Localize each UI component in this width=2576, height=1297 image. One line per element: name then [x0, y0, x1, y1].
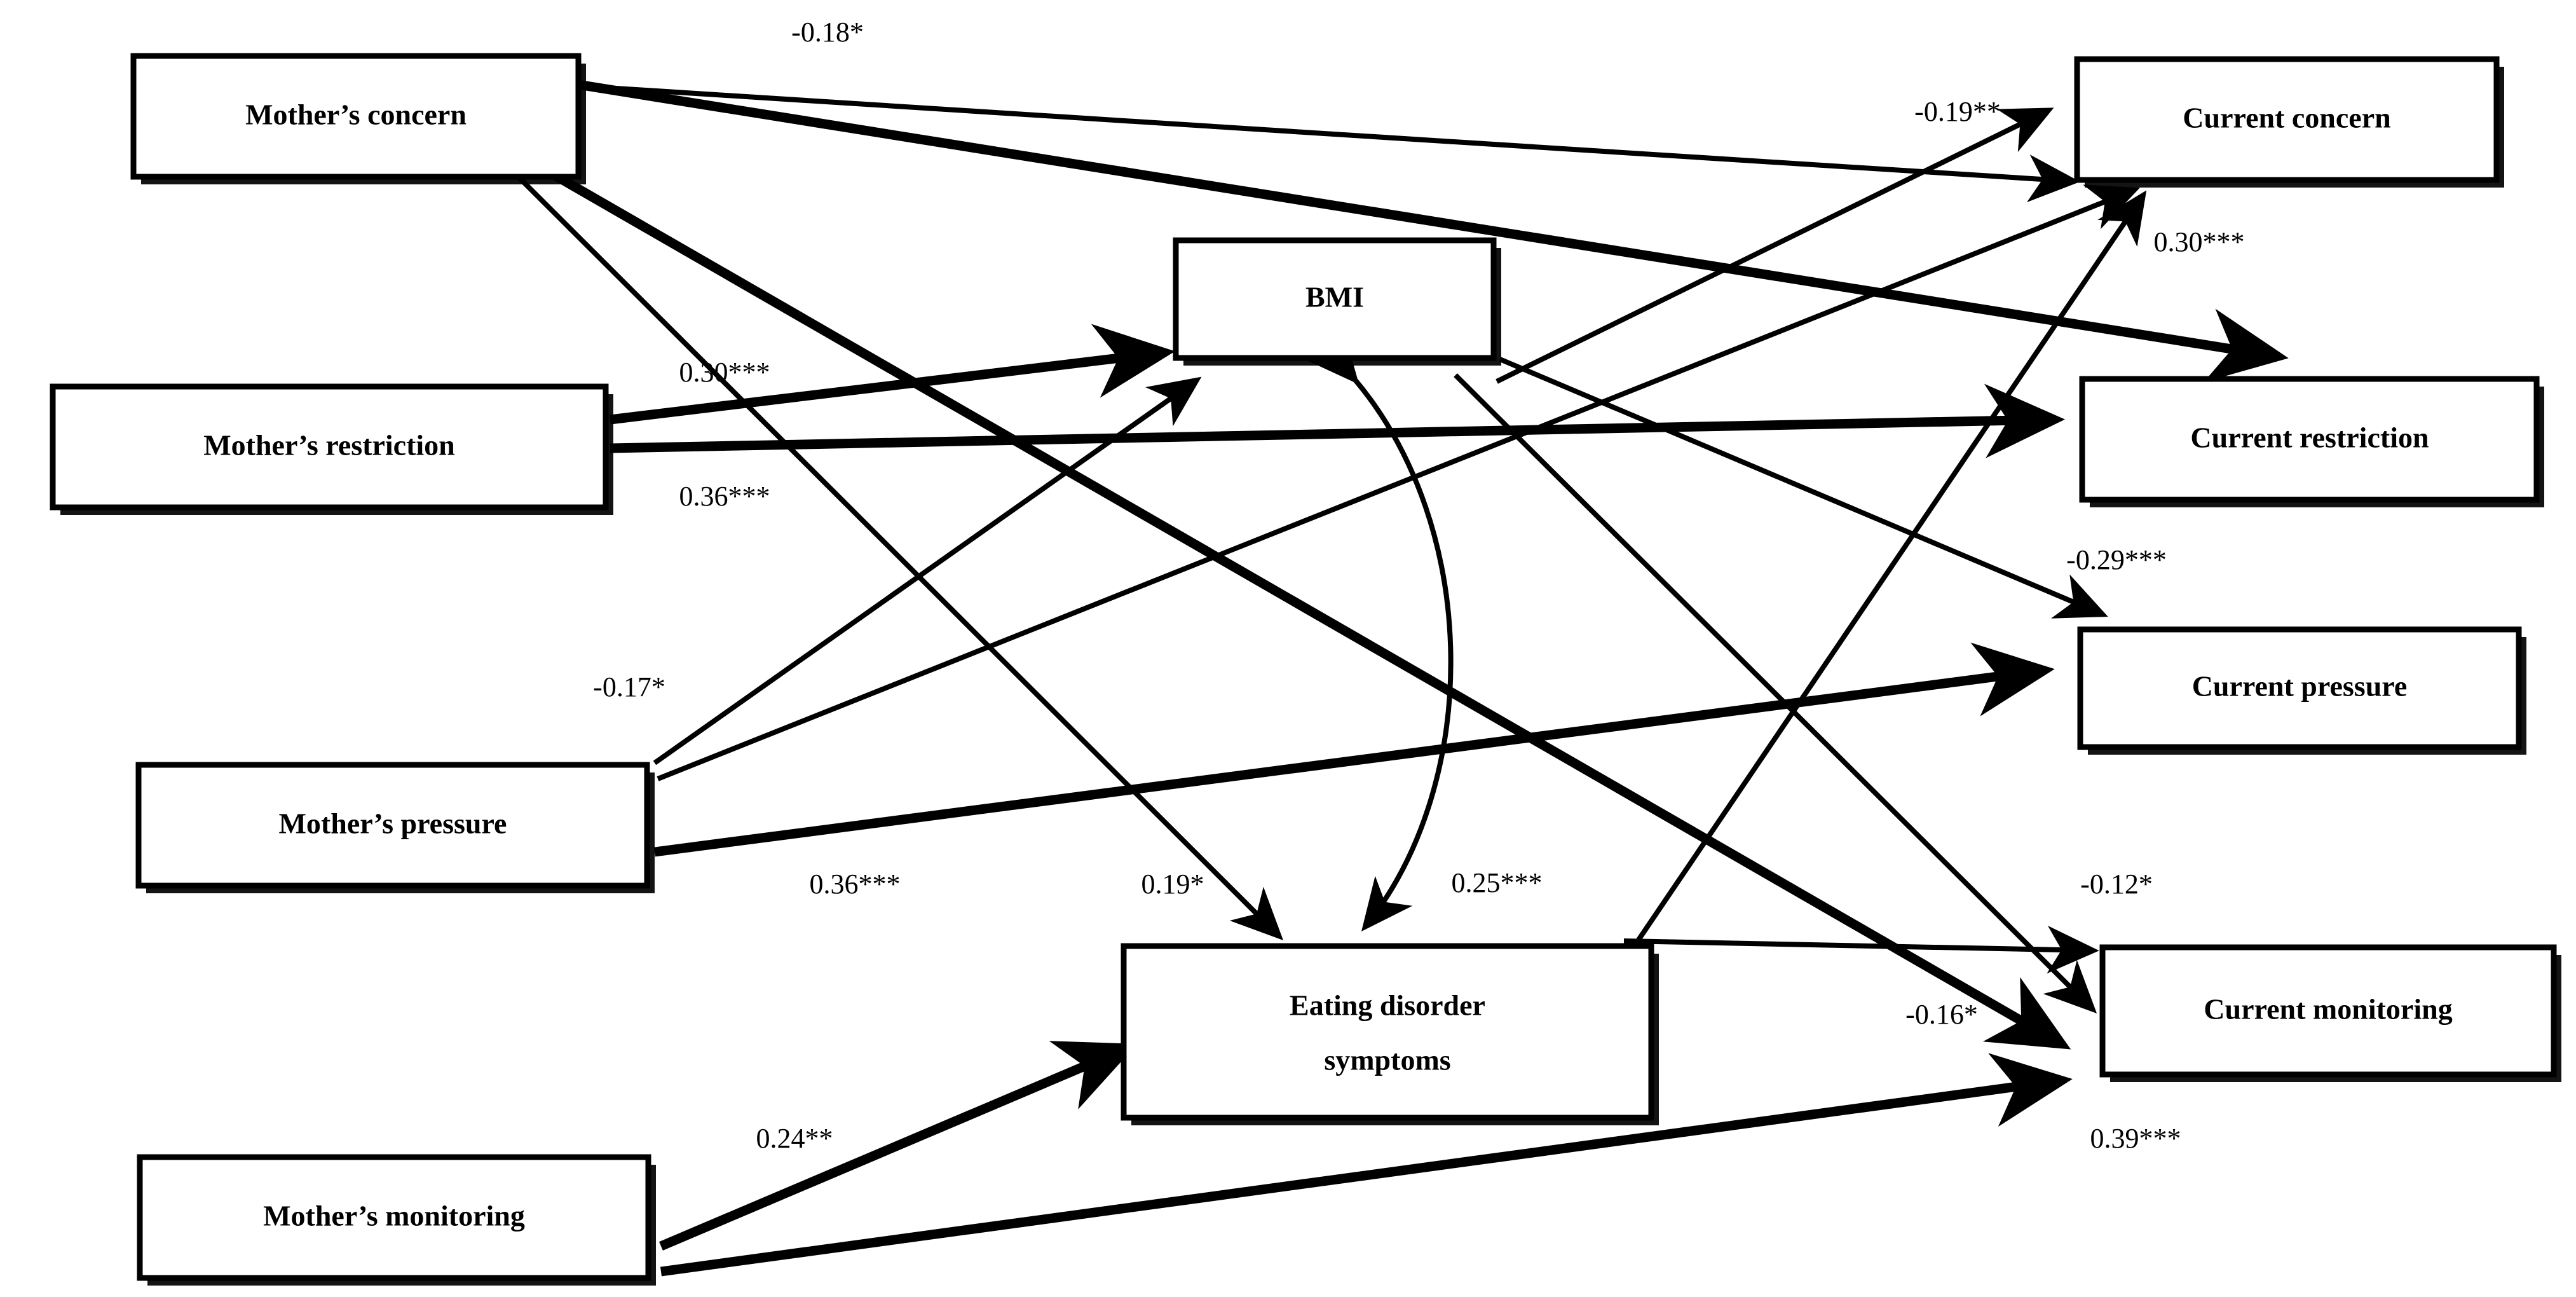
node-label-line-2: symptoms	[1324, 1044, 1450, 1076]
edge-monitoring-to-current-monitoring	[660, 1053, 2073, 1277]
node-label: Mother’s restriction	[203, 429, 455, 462]
edge-label-eating-disorder-to-current-monitoring: -0.12*	[2080, 868, 2153, 900]
node-label: Current concern	[2183, 102, 2390, 134]
node-box	[2079, 376, 2540, 503]
node-box	[1121, 943, 1654, 1121]
node-box	[1173, 237, 1497, 361]
edge-eating-disorder-to-current-concern	[1631, 190, 2147, 949]
node-label: BMI	[1305, 281, 1364, 313]
edge-concern-to-current-monitoring	[425, 97, 2071, 1050]
node-mothers-concern[interactable]: Mother’s concern	[130, 53, 586, 184]
node-box	[2074, 56, 2500, 183]
edge-label-bmi-to-current-pressure: -0.29***	[2066, 544, 2167, 575]
node-label-line-1: Eating disorder	[1290, 989, 1485, 1022]
node-mothers-monitoring[interactable]: Mother’s monitoring	[137, 1154, 656, 1286]
node-mothers-pressure[interactable]: Mother’s pressure	[135, 762, 655, 893]
node-label: Current pressure	[2192, 670, 2408, 703]
edge-label-restriction-to-current-restriction: 0.36***	[679, 481, 770, 512]
edge-concern-to-current-restriction	[426, 55, 2289, 383]
edge-bmi-eating-disorder-covariance	[1307, 329, 1454, 932]
edge-restriction-to-bmi	[610, 324, 1175, 425]
edge-bmi-to-current-concern	[1496, 107, 2054, 384]
edge-label-concern-to-current-concern: 0.30***	[2154, 226, 2245, 257]
node-eating-disorder-symptoms[interactable]: Eating disorder symptoms	[1121, 943, 1659, 1125]
node-box	[135, 762, 650, 889]
node-box	[50, 383, 609, 511]
edge-label-monitoring-to-eating-disorder: 0.24**	[756, 1123, 833, 1154]
edge-label-bmi-to-current-concern: -0.19**	[1914, 96, 2001, 127]
edge-label-bmi-to-current-monitoring: -0.16*	[1905, 999, 1978, 1030]
edge-layer	[425, 55, 2289, 1277]
node-mothers-restriction[interactable]: Mother’s restriction	[50, 383, 613, 515]
edge-label-layer: -0.18* 0.30*** 0.36*** -0.19** 0.30*** -…	[593, 17, 2244, 1154]
node-layer: Mother’s concern Mother’s restriction Mo…	[50, 53, 2561, 1286]
edge-label-bmi-eating-disorder-covariance: 0.25***	[1452, 867, 1543, 898]
node-box	[2099, 944, 2557, 1078]
edge-label-concern-to-eating-disorder: 0.19*	[1141, 868, 1204, 900]
edge-concern-to-current-concern	[426, 74, 2080, 203]
edge-eating-disorder-to-current-monitoring	[1623, 926, 2099, 974]
edge-pressure-to-bmi	[653, 376, 1202, 765]
node-label: Mother’s concern	[245, 99, 467, 131]
edge-label-pressure-to-bmi: -0.17*	[593, 671, 665, 703]
node-bmi[interactable]: BMI	[1173, 237, 1501, 366]
node-label: Mother’s monitoring	[263, 1200, 525, 1232]
node-box	[137, 1154, 651, 1281]
edge-restriction-to-current-restriction	[610, 383, 2065, 458]
node-current-pressure[interactable]: Current pressure	[2077, 626, 2526, 755]
node-current-restriction[interactable]: Current restriction	[2079, 376, 2544, 507]
node-label: Mother’s pressure	[279, 807, 507, 840]
node-label: Current restriction	[2190, 422, 2429, 454]
edge-bmi-to-current-monitoring	[1454, 373, 2097, 1014]
node-current-monitoring[interactable]: Current monitoring	[2099, 944, 2561, 1082]
edge-monitoring-to-eating-disorder	[659, 1041, 1138, 1251]
edge-label-pressure-to-current-pressure: 0.36***	[810, 868, 901, 900]
edge-bmi-to-current-pressure	[1499, 357, 2108, 619]
node-current-concern[interactable]: Current concern	[2074, 56, 2504, 188]
edge-label-monitoring-to-current-monitoring: 0.39***	[2090, 1123, 2181, 1154]
node-box	[2077, 626, 2522, 750]
edge-label-restriction-to-bmi: 0.30***	[679, 357, 770, 388]
edge-label-concern-to-current-restriction: -0.18*	[791, 17, 864, 48]
node-box	[130, 53, 582, 180]
node-label: Current monitoring	[2204, 993, 2452, 1026]
